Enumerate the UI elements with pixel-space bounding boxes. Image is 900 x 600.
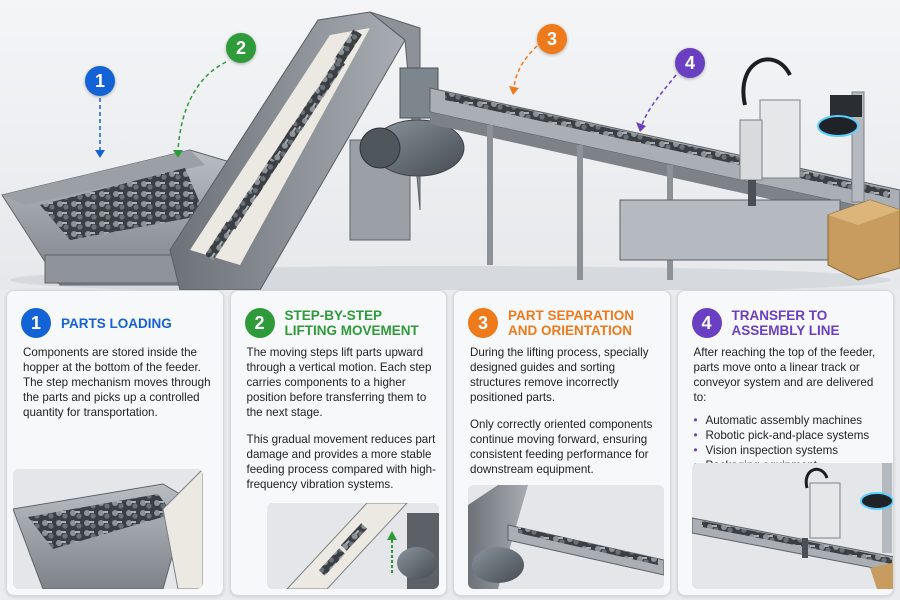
flow-arrows: [99, 45, 677, 151]
card-paragraph: This gradual movement reduces part damag…: [246, 433, 436, 491]
machine-drawing: [1, 11, 900, 290]
list-item: Robotic pick-and-place systems: [694, 428, 884, 443]
step-number-badge: 2: [244, 308, 275, 338]
assembly-image: [691, 463, 894, 589]
card-body: The moving steps lift parts upward throu…: [247, 345, 437, 504]
step-feeder: [169, 11, 421, 290]
hopper-thumbnail: [13, 469, 203, 589]
card-title-line: Lifting Movement: [284, 323, 419, 338]
card-header: 1 Parts Loading: [21, 303, 215, 343]
flow-arrowheads: [95, 86, 646, 158]
machine-illustration: 1 2 3 4: [0, 0, 900, 290]
step-number-badge: 3: [468, 308, 498, 338]
step-number-badge: 4: [691, 308, 722, 338]
card-paragraph: During the lifting process, specially de…: [470, 346, 649, 404]
card-parts-loading: 1 Parts Loading Components are stored in…: [6, 290, 224, 596]
card-title: Transfer to Assembly Line: [732, 308, 840, 338]
card-body: During the lifting process, specially de…: [470, 345, 660, 489]
card-paragraph: Components are stored inside the hopper …: [23, 346, 211, 419]
lifting-image: [266, 503, 439, 589]
card-title: Part Separation and Orientation: [508, 308, 634, 338]
list-item: Vision inspection systems: [694, 443, 884, 458]
card-header: 2 Step-by-Step Lifting Movement: [244, 303, 439, 343]
card-paragraph: The moving steps lift parts upward throu…: [246, 346, 432, 419]
card-lifting-movement: 2 Step-by-Step Lifting Movement The movi…: [229, 290, 447, 596]
card-title-line: and Orientation: [508, 323, 632, 338]
card-title-line: Transfer to: [731, 308, 828, 323]
hero-badge-1: 1: [85, 66, 115, 96]
step-number-badge: 1: [21, 308, 51, 338]
step-cards: 1 Parts Loading Components are stored in…: [6, 290, 894, 596]
packaging-box: [827, 199, 900, 281]
hopper-image: [13, 469, 203, 589]
separation-image: [468, 485, 664, 589]
card-title-line: Parts Loading: [61, 315, 172, 331]
card-paragraph: Only correctly oriented components conti…: [470, 418, 653, 476]
card-title: Parts Loading: [61, 316, 172, 331]
card-transfer-assembly: 4 Transfer to Assembly Line After reachi…: [676, 290, 894, 596]
robot-assembly-station: [739, 57, 865, 206]
hero-badge-2: 2: [226, 33, 256, 63]
assembly-thumbnail: [691, 463, 894, 589]
card-header: 4 Transfer to Assembly Line: [691, 303, 886, 343]
card-title-line: Part Separation: [508, 308, 635, 323]
lifting-thumbnail: [266, 503, 439, 589]
card-body: Components are stored inside the hopper …: [23, 345, 213, 432]
list-item: Automatic assembly machines: [694, 413, 884, 428]
hero-badge-4: 4: [675, 48, 705, 78]
hero-badge-3: 3: [537, 24, 567, 54]
card-title: Step-by-Step Lifting Movement: [285, 308, 419, 338]
card-title-line: Step-by-Step: [284, 308, 383, 323]
card-part-separation: 3 Part Separation and Orientation During…: [453, 290, 671, 596]
card-header: 3 Part Separation and Orientation: [468, 303, 662, 343]
separation-thumbnail: [468, 485, 664, 589]
card-title-line: Assembly Line: [731, 323, 840, 338]
card-paragraph: After reaching the top of the feeder, pa…: [693, 346, 876, 404]
card-body: After reaching the top of the feeder, pa…: [694, 345, 884, 473]
